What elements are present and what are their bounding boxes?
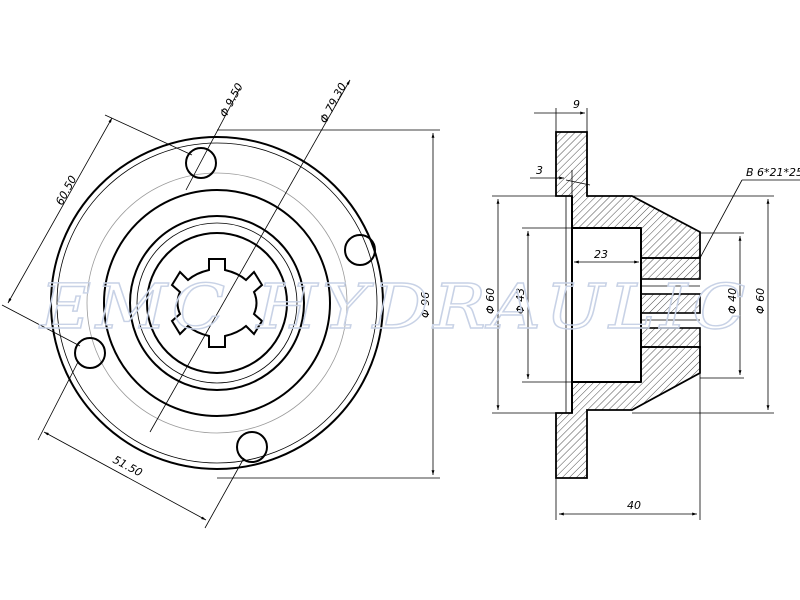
dim-right-dia-label: Φ 60	[754, 288, 767, 314]
bolt-hole	[344, 234, 376, 266]
bolt-hole	[236, 431, 268, 463]
bolt-hole-leader	[185, 87, 241, 191]
bore-diameter-leader	[149, 79, 351, 433]
section-hatch-lower	[555, 346, 701, 479]
dim-a-ext-1	[104, 114, 193, 156]
section-view: 9 3 B 6*21*25 23 Φ 60 Φ 43 Φ 40 Φ 60	[484, 98, 800, 520]
spline-profile	[170, 258, 264, 348]
spline-teeth	[640, 257, 701, 348]
dim-flange-thickness-label: 9	[573, 98, 580, 111]
dim-bolt-hole-label: Φ 9.50	[217, 81, 246, 119]
dim-inner-bore-label: Φ 79.30	[317, 81, 349, 126]
outer-flange-inner-ring	[56, 142, 378, 464]
bolt-hole	[74, 337, 106, 369]
dim-recess-label: 3	[536, 164, 543, 177]
dim-b-ext-1	[37, 361, 79, 441]
dim-a-dim-line	[7, 117, 113, 304]
dim-b-dim-line	[43, 431, 207, 521]
dim-length-label: 40	[627, 499, 641, 512]
dim-b-ext-2	[204, 457, 245, 529]
dim-bore-dia-label: Φ 43	[514, 288, 527, 314]
dim-spline-dia-label: Φ 40	[726, 288, 739, 314]
spline-spec-leader	[699, 179, 743, 259]
spline-tooth	[640, 257, 701, 280]
dim-left-dia-label: Φ 60	[484, 288, 497, 314]
bolt-circle	[86, 172, 348, 434]
dim-outer-label: Φ 96	[419, 292, 432, 318]
dim-spline-spec-label: B 6*21*25	[746, 166, 800, 179]
spline-tooth	[640, 293, 701, 314]
section-hatch-upper	[555, 131, 701, 259]
watermark-text: EMC HYDRAULIC	[39, 270, 750, 343]
hub-ring-inner-circle	[136, 222, 298, 384]
dim-a-label: 60.50	[53, 173, 79, 207]
spline-tooth	[640, 327, 701, 348]
outer-flange-circle	[50, 136, 384, 470]
dim-b-label: 51.50	[111, 453, 145, 479]
hub-outer-circle	[103, 189, 331, 417]
bolt-hole	[185, 147, 217, 179]
dim-a-ext-2	[1, 304, 81, 347]
bore-circle	[146, 232, 288, 374]
dim-3-leader	[565, 179, 591, 186]
hub-ring-circle	[129, 215, 305, 391]
dim-bore-depth-label: 23	[594, 248, 608, 261]
